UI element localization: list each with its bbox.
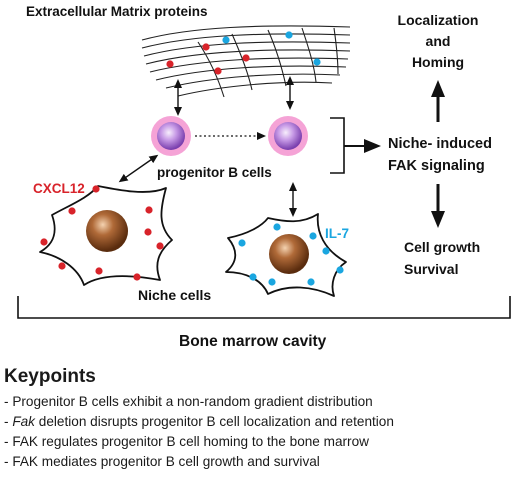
ecm-fiber-mesh bbox=[141, 25, 351, 98]
ecm-label: Extracellular Matrix proteins bbox=[26, 4, 208, 19]
signaling-line1: Niche- induced bbox=[388, 136, 492, 152]
keypoint-prefix: - bbox=[4, 454, 13, 469]
diagram-canvas: Extracellular Matrix proteins bbox=[17, 4, 511, 350]
ecm-blue-dots bbox=[222, 31, 321, 66]
localization-line1: Localization bbox=[398, 12, 479, 28]
progenitor-b-cells-label: progenitor B cells bbox=[157, 165, 272, 180]
bone-marrow-cavity-label: Bone marrow cavity bbox=[179, 333, 327, 350]
localization-line2: and bbox=[426, 33, 451, 49]
keypoint-prefix: - bbox=[4, 414, 13, 429]
keypoint-text: FAK regulates progenitor B cell homing t… bbox=[12, 434, 369, 449]
keypoints-title: Keypoints bbox=[4, 366, 96, 387]
localization-line3: Homing bbox=[412, 54, 464, 70]
cell-to-cxcl12-niche-arrow bbox=[118, 154, 159, 183]
keypoint-italic: Fak bbox=[12, 414, 35, 429]
growth-line1: Cell growth bbox=[404, 239, 480, 255]
keypoints-list: - Progenitor B cells exhibit a non-rando… bbox=[4, 392, 514, 472]
keypoint-item: - FAK mediates progenitor B cell growth … bbox=[4, 452, 514, 472]
keypoints-section: Keypoints - Progenitor B cells exhibit a… bbox=[4, 366, 514, 472]
progenitor-b-cell-left bbox=[151, 116, 191, 156]
niche-cell-il7-nucleus bbox=[269, 234, 309, 274]
ecm-red-dots bbox=[166, 43, 250, 75]
il7-blue-dots bbox=[238, 223, 344, 286]
keypoint-text: FAK mediates progenitor B cell growth an… bbox=[12, 454, 320, 469]
cells-bracket bbox=[330, 117, 345, 174]
niche-cell-cxcl12-nucleus bbox=[86, 210, 128, 252]
il7-label: IL-7 bbox=[325, 226, 349, 241]
progenitor-b-cell-right bbox=[268, 116, 308, 156]
niche-cells-label: Niche cells bbox=[138, 287, 211, 303]
keypoint-prefix: - bbox=[4, 434, 13, 449]
cxcl12-label: CXCL12 bbox=[33, 181, 85, 196]
growth-line2: Survival bbox=[404, 261, 458, 277]
bone-marrow-bracket bbox=[17, 296, 511, 319]
signaling-line2: FAK signaling bbox=[388, 158, 485, 174]
keypoint-text: deletion disrupts progenitor B cell loca… bbox=[34, 414, 394, 429]
keypoint-item: - Progenitor B cells exhibit a non-rando… bbox=[4, 392, 514, 412]
cxcl12-red-dots bbox=[40, 185, 164, 281]
keypoint-item: - Fak deletion disrupts progenitor B cel… bbox=[4, 412, 514, 432]
keypoint-prefix: - bbox=[4, 394, 13, 409]
keypoint-item: - FAK regulates progenitor B cell homing… bbox=[4, 432, 514, 452]
keypoint-text: Progenitor B cells exhibit a non-random … bbox=[12, 394, 373, 409]
